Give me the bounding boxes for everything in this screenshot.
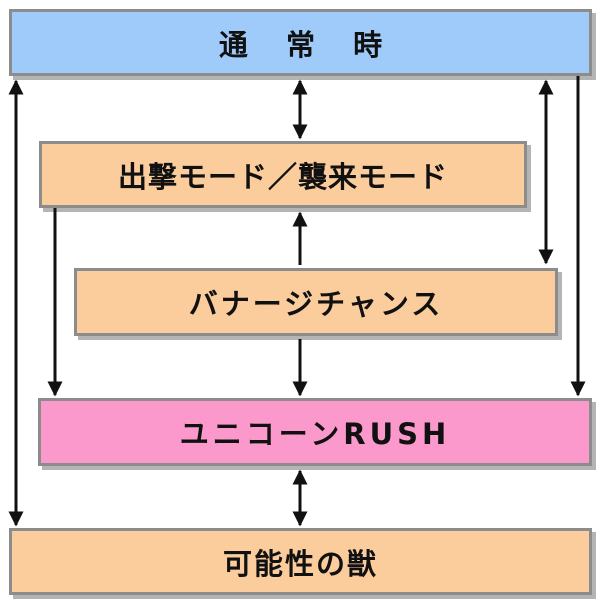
state-possibility-beast: 可能性の獣 [9, 528, 592, 595]
state-sortie-raid-mode: 出撃モード／襲来モード [39, 141, 527, 208]
state-unicorn-rush: ユニコーンRUSH [38, 398, 592, 466]
state-normal: 通 常 時 [9, 9, 592, 76]
state-banagher-chance: バナージチャンス [74, 268, 558, 336]
